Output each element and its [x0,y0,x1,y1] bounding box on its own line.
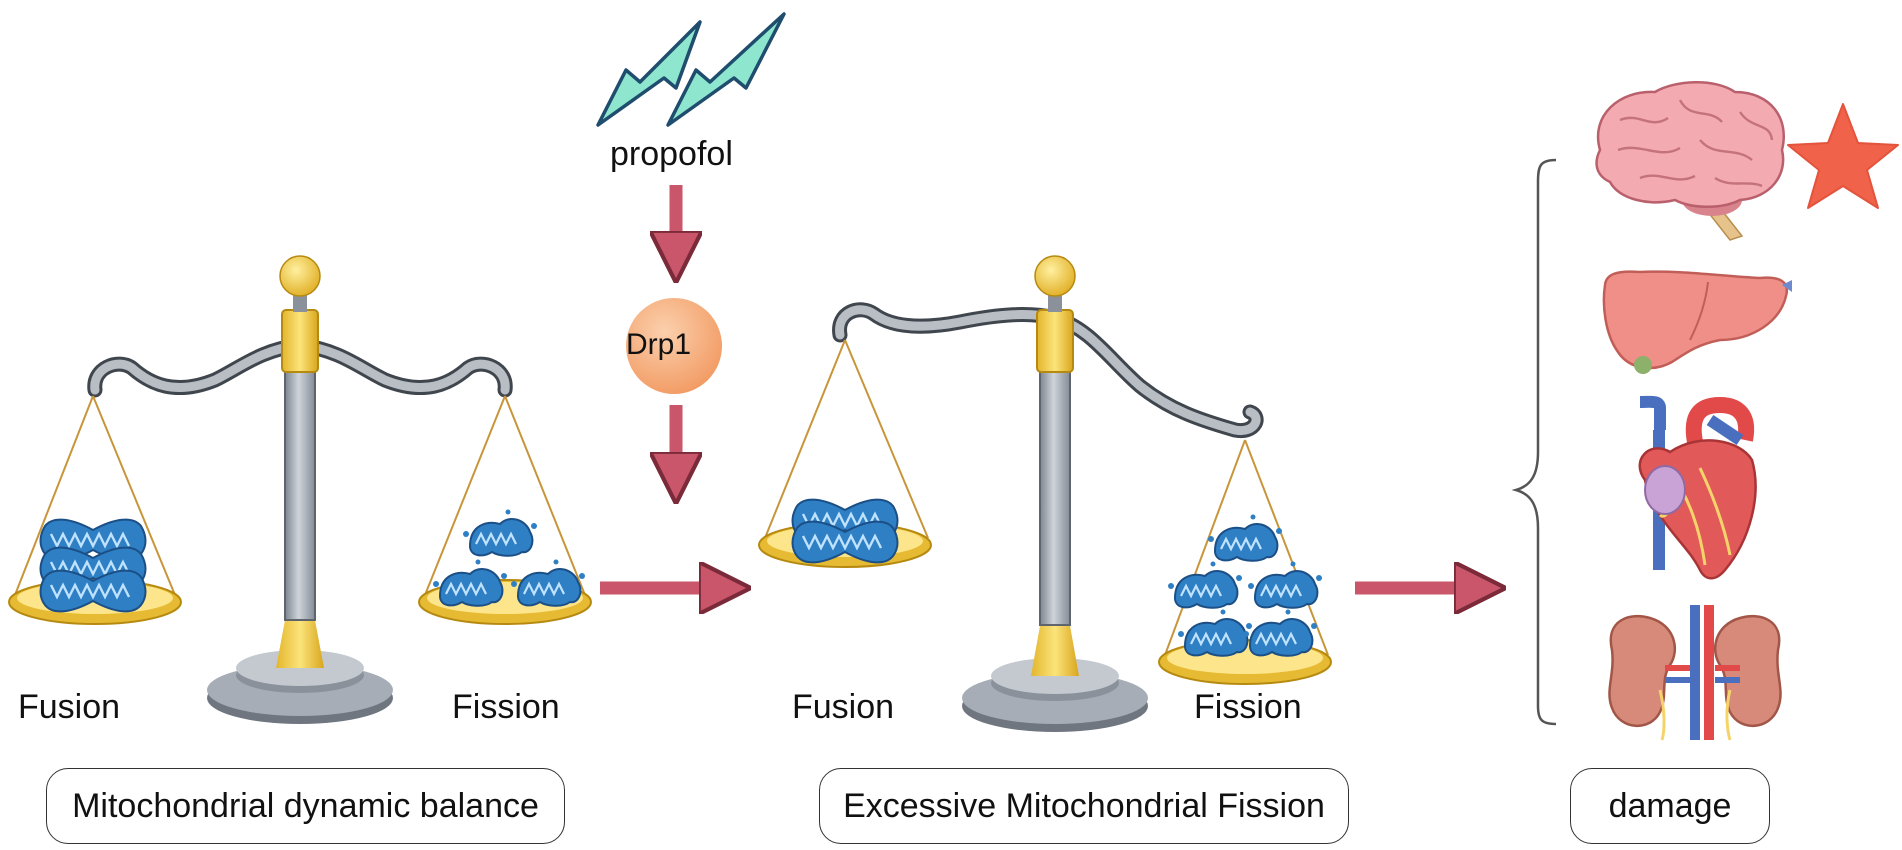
liver-icon [1602,270,1792,374]
balanced-fusion-label: Fusion [18,688,121,726]
tilted-caption-box: Excessive Mitochondrial Fission [819,768,1349,844]
kidney-icon [1608,605,1782,741]
balanced-caption-box: Mitochondrial dynamic balance [46,768,565,844]
heart-icon [1638,395,1757,580]
tilted-fusion-label: Fusion [792,688,895,726]
drp1-label: Drp1 [626,328,692,361]
damage-caption-box: damage [1570,768,1770,844]
star-icon [1787,103,1899,209]
brain-icon [1595,81,1785,241]
balanced-fission-label: Fission [452,688,560,726]
tilted-scale [758,255,1332,732]
tilted-fission-label: Fission [1194,688,1302,726]
drp1-node [626,298,722,394]
lightning-icon [596,12,786,127]
propofol-label: propofol [610,135,733,173]
balanced-scale [8,255,592,724]
organ-brace [1511,158,1557,726]
